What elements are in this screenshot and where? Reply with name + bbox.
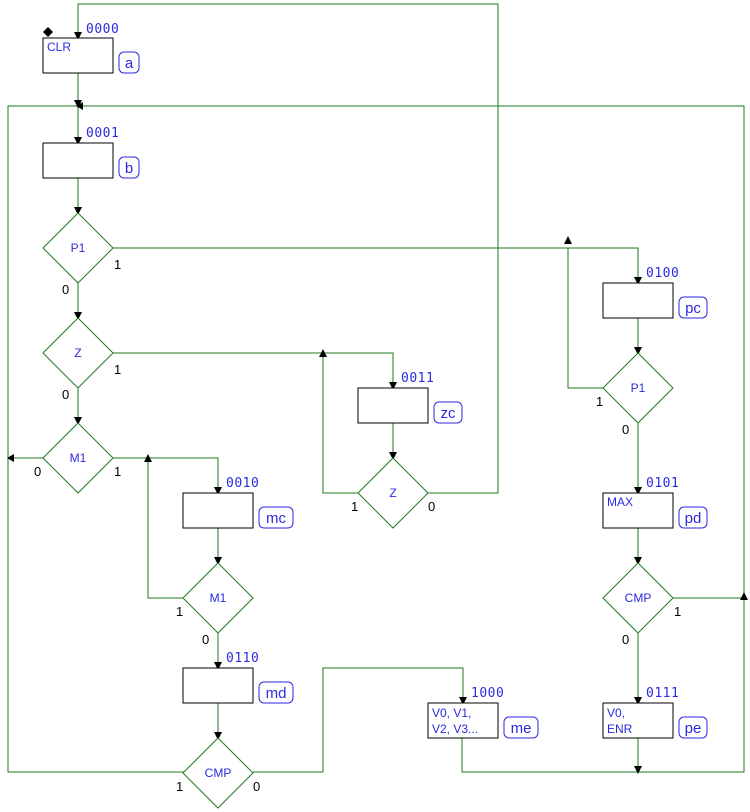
branch-1-label: 1 [114,464,121,479]
branch-1-label: 1 [114,257,121,272]
decision-p1-loop: P1 0 1 [596,352,674,437]
branch-0-label: 0 [622,632,629,647]
state-code: 0000 [86,22,119,37]
decision-m1-main: M1 0 1 [34,422,121,494]
branch-0-label: 0 [253,779,260,794]
decision-p1-main: P1 0 1 [42,212,121,297]
branch-0-label: 0 [34,464,41,479]
state-tag: mc [266,510,286,527]
decision-cmp-left: CMP 0 1 [176,737,260,809]
decision-cmp-right: CMP 0 1 [602,562,681,647]
state-code: 0101 [646,476,679,491]
branch-0-label: 0 [62,282,69,297]
state-tag: pe [685,720,702,737]
branch-1-label: 1 [176,604,183,619]
decision-label: P1 [71,241,86,255]
state-output: ENR [607,722,633,736]
decision-m1-loop: M1 0 1 [176,562,254,647]
decision-label: Z [389,486,396,500]
state-tag: pd [685,510,702,527]
state-code: 0011 [401,371,434,386]
state-output: MAX [607,495,633,509]
state-code: 0100 [646,266,679,281]
state-mc: 0010 mc [182,476,294,529]
branch-1-label: 1 [351,499,358,514]
state-b: 0001 b [42,126,140,179]
state-code: 1000 [471,686,504,701]
state-me: 1000 V0, V1, V2, V3... me [427,686,539,739]
state-zc: 0011 zc [357,371,463,424]
decision-label: CMP [205,766,232,780]
state-output: CLR [47,40,71,54]
state-md: 0110 md [182,651,294,704]
state-tag: md [266,685,287,702]
start-marker [43,27,53,37]
decision-label: M1 [210,591,227,605]
state-tag: b [125,160,133,177]
branch-1-label: 1 [596,394,603,409]
branch-1-label: 1 [674,604,681,619]
state-output: V2, V3... [432,722,478,736]
decision-label: CMP [625,591,652,605]
branch-1-label: 1 [176,779,183,794]
decision-z-loop: Z 0 1 [351,457,435,529]
state-pe: 0111 V0, ENR pe [602,686,708,739]
state-a: 0000 CLR a [42,22,140,74]
state-output: V0, V1, [432,706,471,720]
branch-0-label: 0 [622,422,629,437]
state-tag: zc [441,405,457,422]
state-code: 0001 [86,126,119,141]
decision-label: Z [74,346,81,360]
decision-z-main: Z 0 1 [42,317,121,402]
state-code: 0010 [226,476,259,491]
state-output: V0, [607,706,625,720]
state-code: 0111 [646,686,679,701]
branch-0-label: 0 [62,387,69,402]
branch-1-label: 1 [114,362,121,377]
state-tag: me [511,720,532,737]
decision-label: P1 [631,381,646,395]
state-tag: pc [685,300,701,317]
state-code: 0110 [226,651,259,666]
state-tag: a [125,55,134,72]
decision-label: M1 [70,451,87,465]
branch-0-label: 0 [202,632,209,647]
state-pd: 0101 MAX pd [602,476,708,529]
branch-0-label: 0 [428,499,435,514]
arrowheads [7,32,748,774]
state-pc: 0100 pc [602,266,708,319]
